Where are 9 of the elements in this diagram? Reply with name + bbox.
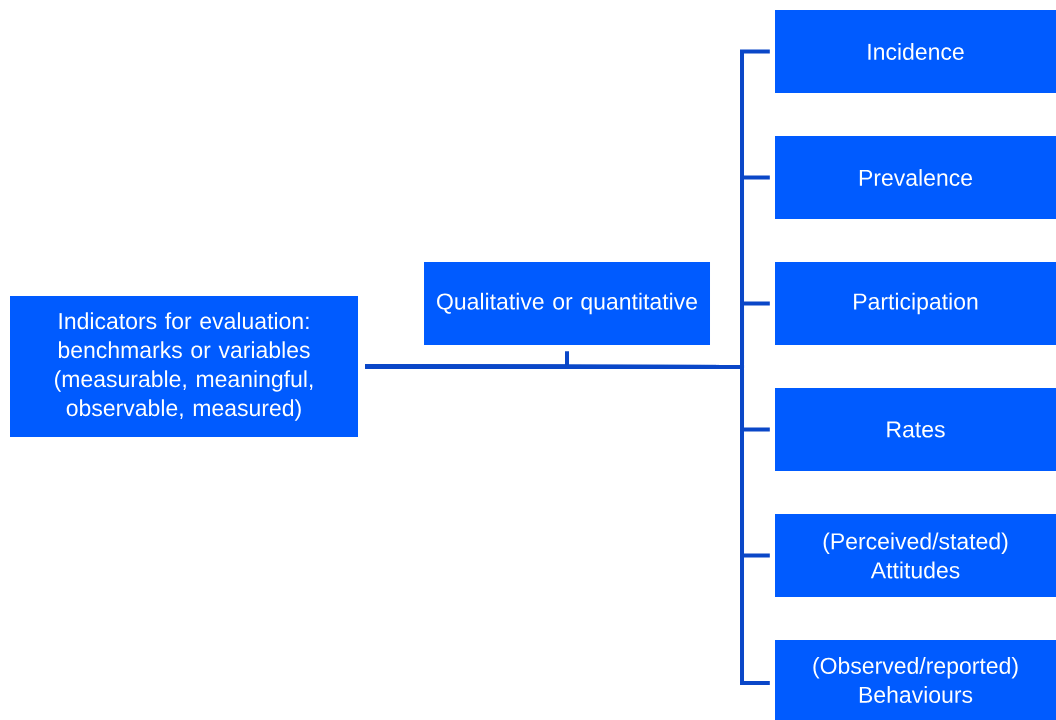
text-box: Indicators for evaluation: benchmarks or variables (measurable, meaningful, observable, measured) [10,296,358,437]
text-box: Rates [775,388,1056,471]
text-box: (Observed/reported) Behaviours [775,640,1056,720]
connector-line [365,364,770,685]
text-box: (Perceived/stated) Attitudes [775,514,1056,597]
text-box: Prevalence [775,136,1056,219]
text-box: Qualitative or quantitative [424,262,710,345]
text-box: Participation [775,262,1056,345]
text-box: Incidence [775,10,1056,93]
